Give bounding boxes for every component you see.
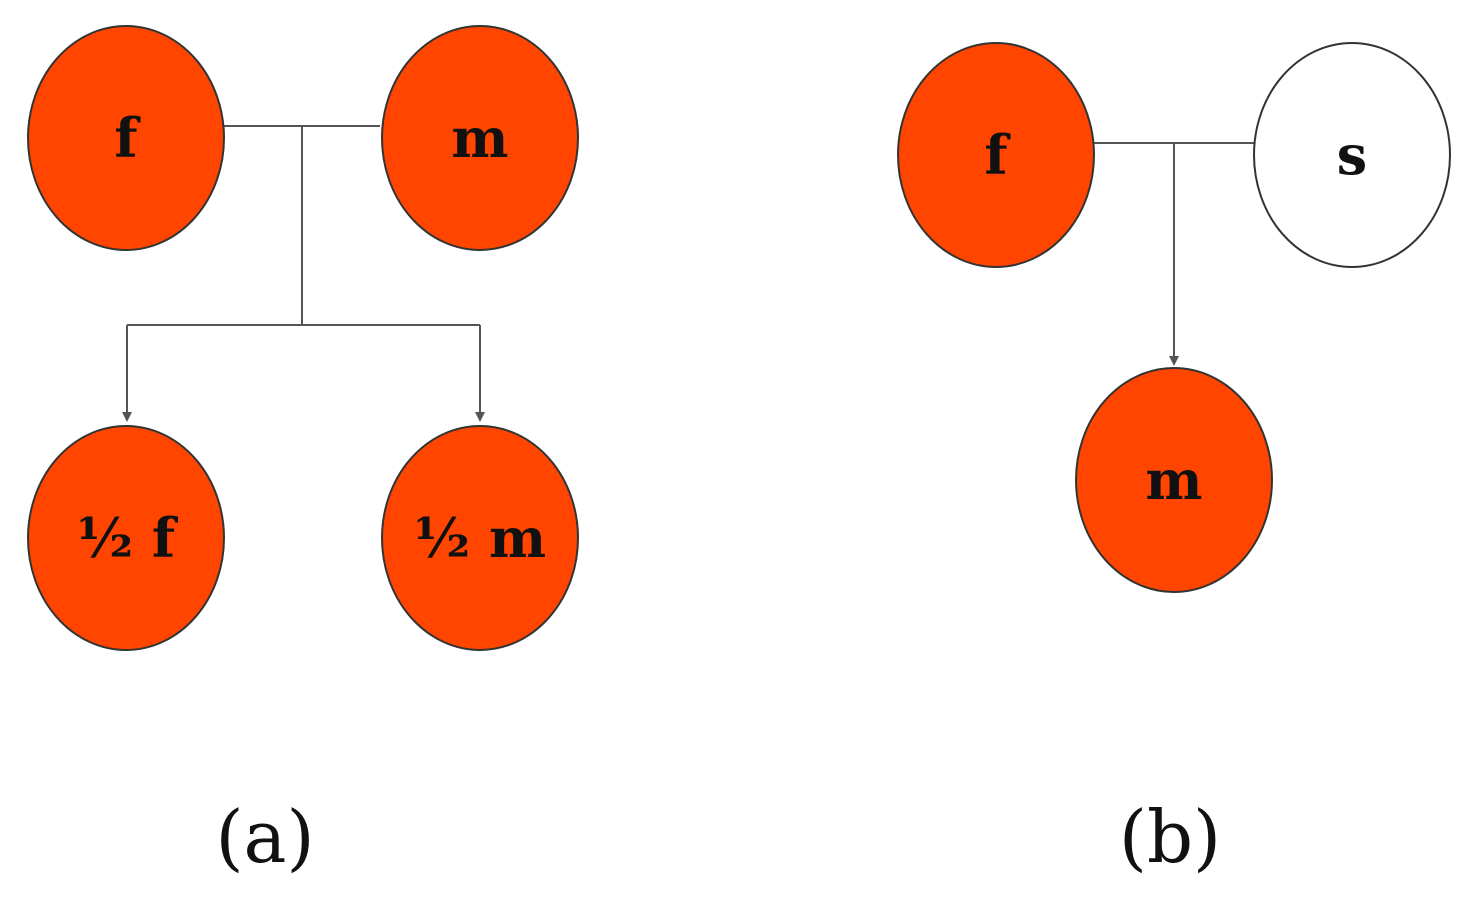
node-a-half-m-label: ½ m (414, 506, 546, 570)
panel-a: f m ½ f ½ m (a) (27, 25, 579, 879)
node-a-m-shape (381, 25, 579, 251)
node-a-half-f-shape (27, 425, 225, 651)
caption-b: (b) (1119, 795, 1221, 879)
node-b-f-label: f (984, 123, 1011, 187)
node-a-f-shape (27, 25, 225, 251)
node-a-m: m (381, 25, 579, 251)
node-a-half-f: ½ f (27, 425, 225, 651)
node-a-half-f-label: ½ f (77, 506, 179, 570)
node-b-m-shape (1075, 367, 1273, 593)
node-b-f: f (897, 42, 1095, 268)
node-b-m: m (1075, 367, 1273, 593)
node-a-f: f (27, 25, 225, 251)
node-b-f-shape (897, 42, 1095, 268)
node-b-s-shape (1253, 42, 1451, 268)
node-b-s: s (1253, 42, 1451, 268)
node-a-half-m-shape (381, 425, 579, 651)
caption-a: (a) (215, 795, 314, 879)
node-a-f-label: f (114, 106, 141, 170)
panel-b: f s m (b) (897, 42, 1451, 879)
node-a-half-m: ½ m (381, 425, 579, 651)
node-a-m-label: m (451, 106, 508, 170)
node-b-s-label: s (1337, 123, 1367, 187)
node-b-m-label: m (1145, 448, 1202, 512)
